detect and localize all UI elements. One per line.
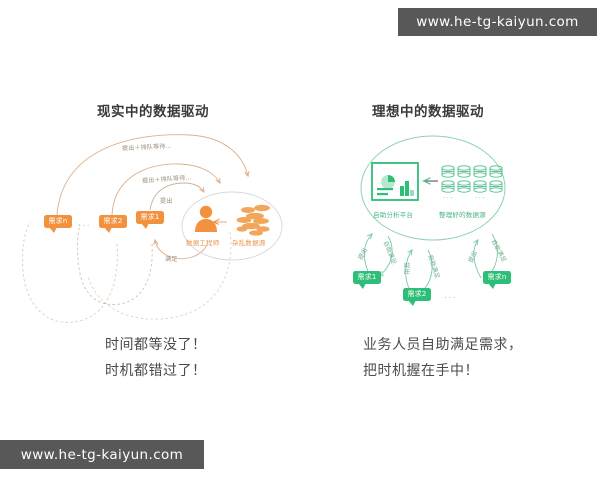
caption-right-line2: 把时机握在手中！ — [363, 363, 479, 379]
db-ellipsis-right: ... — [475, 192, 487, 200]
node-label-datasource: 整理好的数据源 — [439, 211, 486, 219]
flow-label-submit-mid: 提出 — [402, 262, 410, 275]
request-bubble-2[interactable]: 需求2 — [403, 288, 431, 306]
caption-right: 业务人员自助满足需求， 把时机握在手中！ — [363, 332, 523, 384]
caption-right-line1: 业务人员自助满足需求， — [363, 337, 523, 353]
dashboard-icon — [371, 162, 419, 201]
left-panel-arcs — [22, 134, 283, 323]
request-bubble-n[interactable]: 需求n — [483, 271, 511, 289]
right-ellipsis: ... — [444, 291, 458, 301]
caption-left-line2: 时机都错过了！ — [105, 363, 207, 379]
left-ellipsis: ... — [78, 219, 92, 229]
request-bubble-1[interactable]: 需求1 — [136, 211, 164, 229]
messy-data-icon — [236, 204, 270, 236]
panel-title-left: 现实中的数据驱动 — [97, 104, 209, 120]
caption-left-line1: 时间都等没了！ — [105, 337, 207, 353]
node-label-platform: 自助分析平台 — [373, 211, 414, 219]
request-bubble-n[interactable]: 需求n — [44, 215, 72, 233]
db-ellipsis-left: ... — [443, 192, 455, 200]
node-label-engineer: 数据工程师 — [186, 239, 220, 247]
person-icon — [195, 205, 217, 232]
node-label-messy-data: 杂乱数据源 — [232, 239, 266, 247]
request-bubble-2[interactable]: 需求2 — [99, 215, 127, 233]
panel-title-right: 理想中的数据驱动 — [372, 104, 484, 120]
watermark-bottom: www.he-tg-kaiyun.com — [0, 440, 204, 469]
watermark-top: www.he-tg-kaiyun.com — [398, 8, 597, 36]
caption-left: 时间都等没了！ 时机都错过了！ — [105, 332, 207, 384]
flow-label-satisfy: 满足 — [165, 256, 178, 263]
database-grid-icon — [441, 165, 503, 193]
request-bubble-1[interactable]: 需求1 — [353, 271, 381, 289]
flow-label-submit: 提出 — [160, 198, 173, 205]
